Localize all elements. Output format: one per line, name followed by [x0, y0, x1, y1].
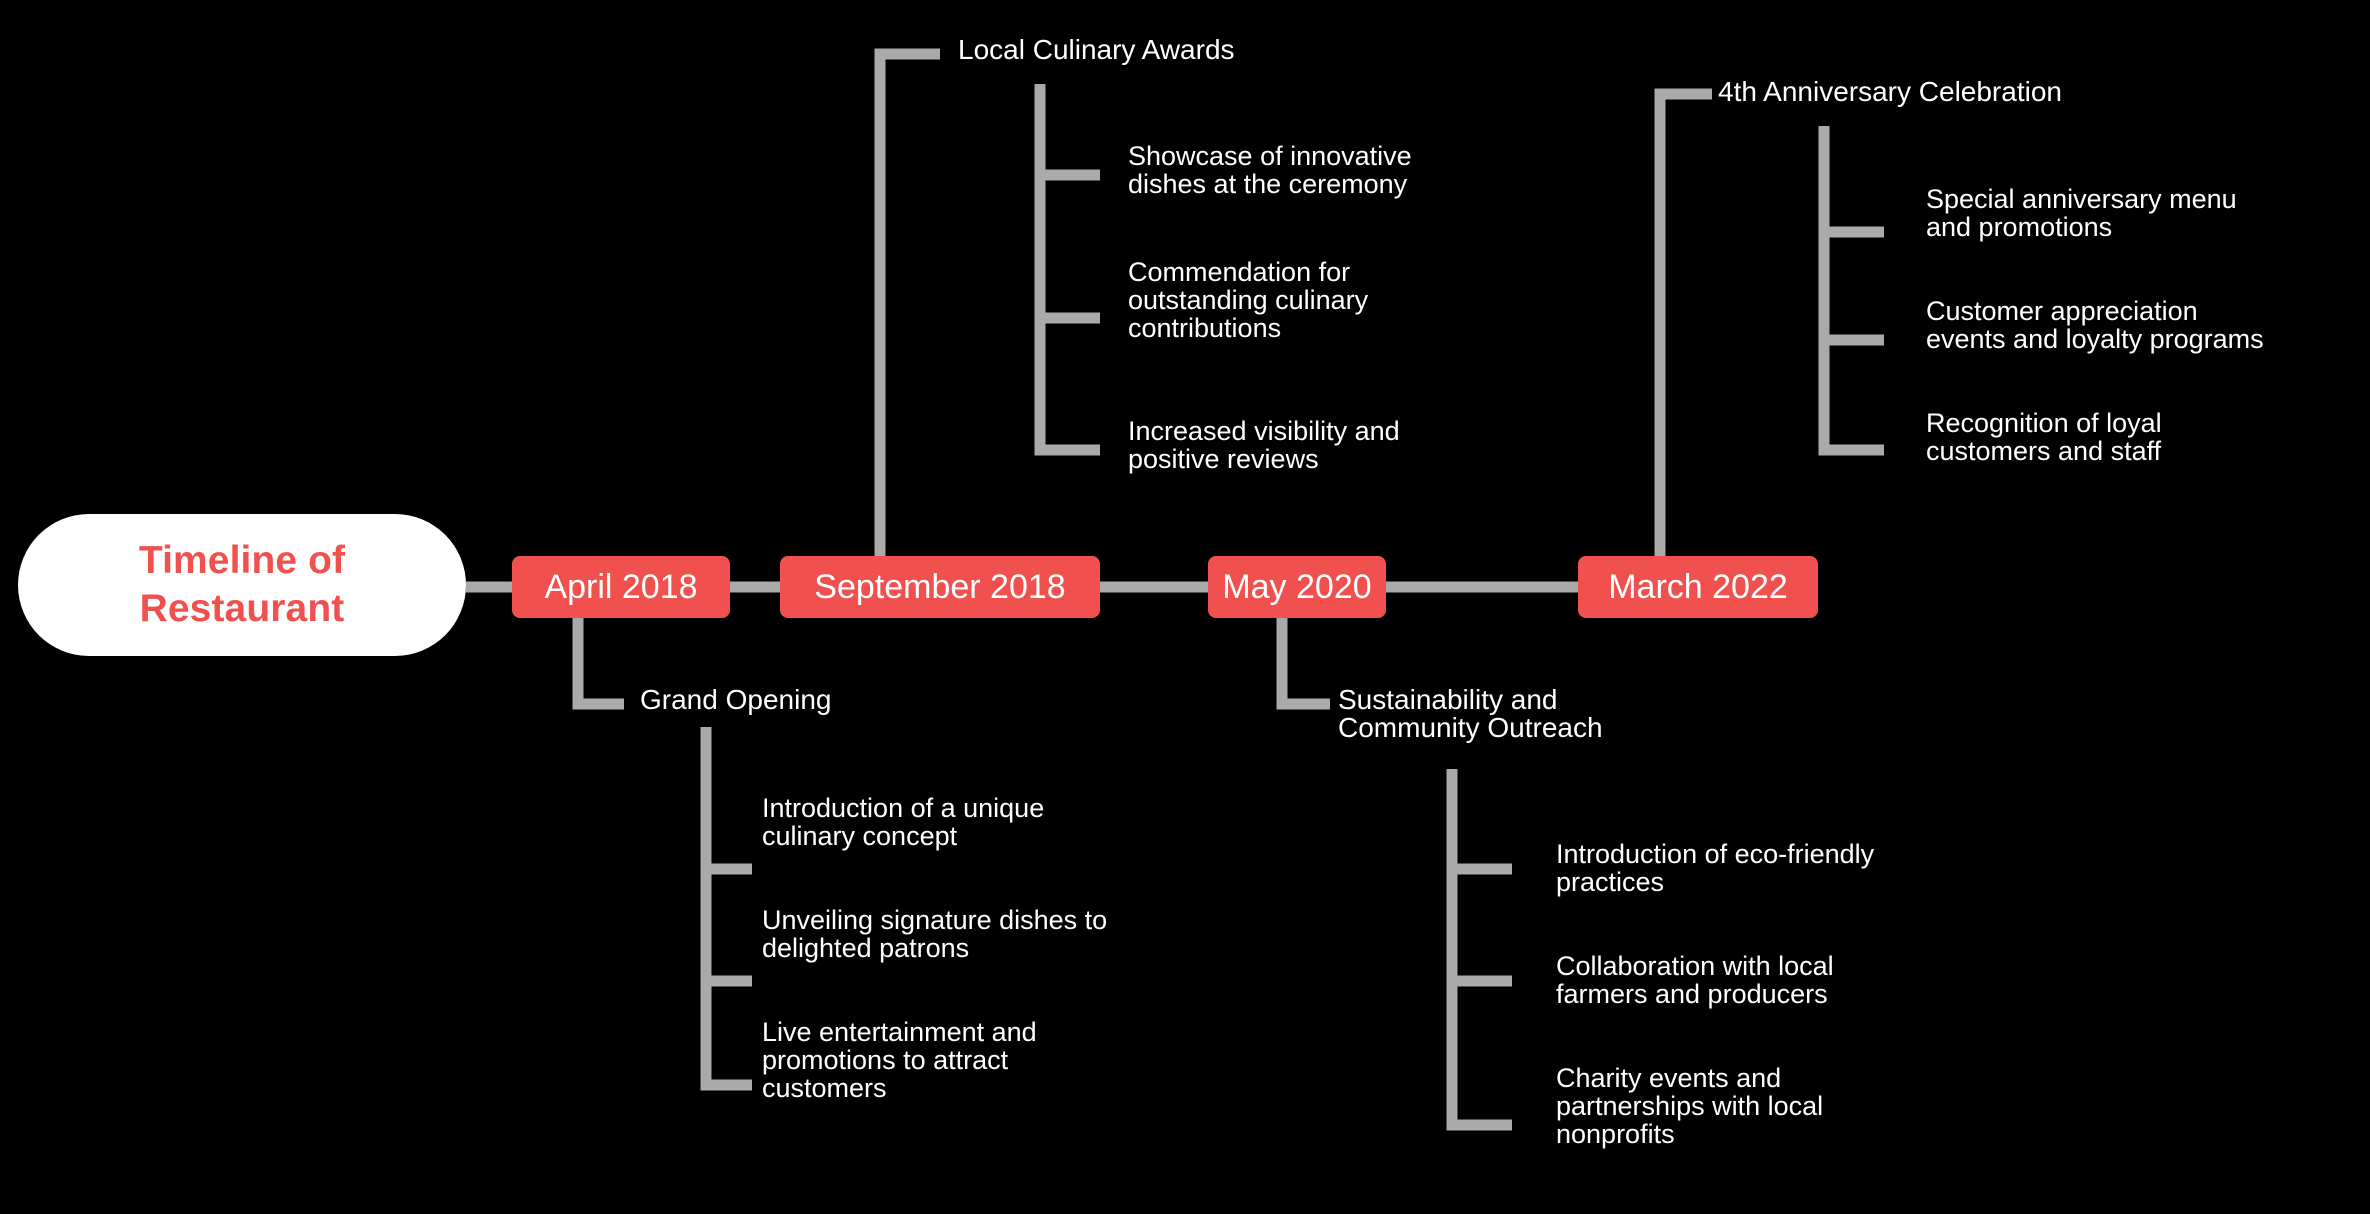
- milestone-label-september-2018: September 2018: [814, 568, 1066, 606]
- milestone-node-april-2018[interactable]: April 2018: [512, 556, 730, 618]
- leaf-grand-opening-item-1[interactable]: Introduction of a unique culinary concep…: [762, 793, 1045, 852]
- leaf-grand-opening-item-3[interactable]: Live entertainment and promotions to att…: [762, 1017, 1037, 1104]
- leaf-anniversary-item-1[interactable]: Special anniversary menu and promotions: [1926, 184, 2237, 243]
- leaf-grand-opening-item-2[interactable]: Unveiling signature dishes to delighted …: [762, 905, 1108, 964]
- milestone-label-march-2022: March 2022: [1608, 568, 1788, 606]
- milestone-node-march-2022[interactable]: March 2022: [1578, 556, 1818, 618]
- milestone-label-april-2018: April 2018: [544, 568, 698, 606]
- milestone-node-may-2020[interactable]: May 2020: [1208, 556, 1386, 618]
- wire-anniversary-spine: [1818, 126, 1884, 456]
- milestone-node-september-2018[interactable]: September 2018: [780, 556, 1100, 618]
- branch-label-4th-anniversary-celebration[interactable]: 4th Anniversary Celebration: [1718, 76, 2062, 107]
- leaf-sustainability-item-2[interactable]: Collaboration with local farmers and pro…: [1556, 951, 1834, 1010]
- leaf-anniversary-item-3[interactable]: Recognition of loyal customers and staff: [1926, 408, 2162, 467]
- wire-awards-spine: [1034, 84, 1100, 456]
- leaf-sustainability-item-1[interactable]: Introduction of eco-friendly practices: [1556, 839, 1875, 898]
- wire-sustainability-spine: [1446, 769, 1512, 1131]
- wire-may-to-sustainability: [1276, 618, 1330, 710]
- branch-label-sustainability-community-outreach[interactable]: Sustainability and Community Outreach: [1338, 684, 1603, 743]
- wire-september-to-awards: [874, 48, 940, 556]
- milestone-label-may-2020: May 2020: [1222, 568, 1372, 606]
- leaf-anniversary-item-2[interactable]: Customer appreciation events and loyalty…: [1926, 296, 2264, 355]
- wire-april-to-grand-opening: [572, 618, 624, 710]
- leaf-awards-item-3[interactable]: Increased visibility and positive review…: [1128, 416, 1400, 475]
- wire-march-to-anniversary: [1654, 88, 1712, 556]
- leaf-awards-item-2[interactable]: Commendation for outstanding culinary co…: [1128, 257, 1369, 344]
- root-node-label: Timeline of Restaurant: [138, 539, 346, 630]
- branch-label-local-culinary-awards[interactable]: Local Culinary Awards: [958, 34, 1235, 65]
- branch-label-grand-opening[interactable]: Grand Opening: [640, 684, 832, 715]
- leaf-awards-item-1[interactable]: Showcase of innovative dishes at the cer…: [1128, 141, 1412, 200]
- wire-grand-opening-spine: [700, 727, 752, 1091]
- leaf-sustainability-item-3[interactable]: Charity events and partnerships with loc…: [1556, 1063, 1824, 1150]
- root-node[interactable]: Timeline of Restaurant: [18, 514, 466, 656]
